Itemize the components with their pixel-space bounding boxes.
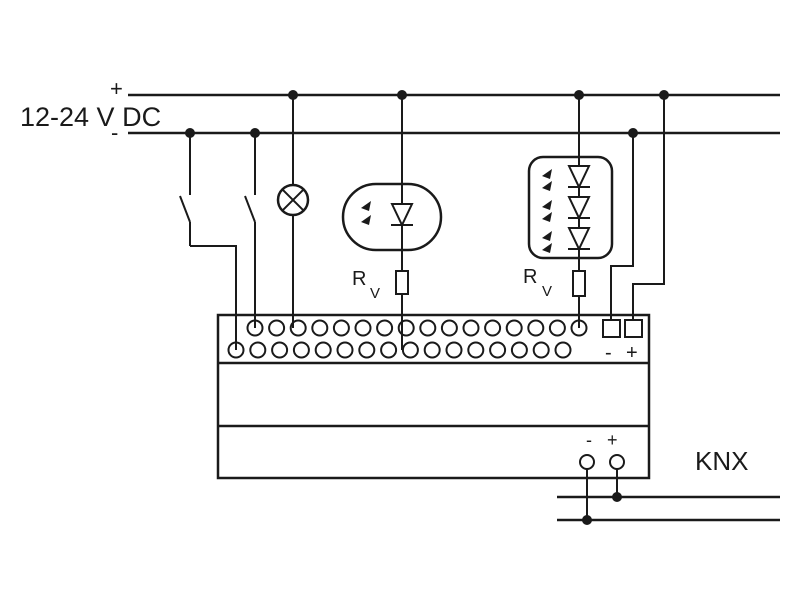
terminal-screw: [336, 341, 354, 359]
terminal-screw: [419, 319, 437, 337]
terminal-screw: [332, 319, 350, 337]
junction-dot: [628, 128, 638, 138]
terminal-screw: [532, 341, 550, 359]
terminal-screw: [489, 341, 507, 359]
led-icon: [567, 196, 591, 221]
led-icon: [567, 165, 591, 190]
terminal-screw: [249, 341, 267, 359]
junction-dot: [612, 492, 622, 502]
bus-terminal-minus-label: -: [586, 430, 592, 450]
knx-bus: - + KNX: [557, 430, 780, 525]
terminal-screw: [292, 341, 310, 359]
terminal-screw: [380, 341, 398, 359]
terminal-screw: [289, 319, 307, 337]
terminal-screw: [554, 341, 572, 359]
switch-2: [244, 133, 256, 328]
terminal-row-top: [246, 319, 588, 337]
led-single: R V: [341, 95, 443, 350]
led-stack-housing: [527, 155, 614, 260]
terminal-screw: [548, 319, 566, 337]
terminal-screw: [440, 319, 458, 337]
supply-rails: + 12-24 V DC -: [20, 76, 780, 145]
supply-minus-label: -: [111, 120, 118, 145]
terminal-screw: [311, 319, 329, 337]
led-stack-diodes: [567, 165, 591, 252]
terminal-screw: [397, 319, 415, 337]
supply-plus-label: +: [110, 76, 123, 101]
switch-1: [179, 133, 237, 350]
bus-terminal-plus-label: +: [607, 430, 618, 450]
terminal-screw: [510, 341, 528, 359]
led-icon: [567, 227, 591, 252]
terminal-screw: [467, 341, 485, 359]
junction-dot: [397, 90, 407, 100]
terminal-screw: [271, 341, 289, 359]
resistor-right-subscript: V: [542, 283, 552, 300]
power-minus-wire: [610, 133, 634, 320]
resistor-icon: [395, 270, 409, 295]
switch-icon: [179, 195, 191, 223]
power-terminal-plus-label: +: [626, 342, 638, 364]
bus-terminal-minus: [579, 454, 595, 470]
led-icon: [390, 203, 414, 228]
terminal-row-bottom: [227, 341, 572, 359]
terminal-screw: [401, 341, 419, 359]
switch-icon: [244, 195, 256, 223]
resistor-left-label: R: [352, 268, 366, 290]
terminal-screw: [358, 341, 376, 359]
junction-dot: [185, 128, 195, 138]
led-stack: R V: [523, 95, 614, 328]
resistor-icon: [572, 270, 586, 297]
light-rays-icon: [542, 169, 552, 253]
terminal-screw: [314, 341, 332, 359]
terminal-screw: [354, 319, 372, 337]
terminal-screw: [484, 319, 502, 337]
resistor-left-subscript: V: [370, 285, 380, 302]
resistor-right-label: R: [523, 266, 537, 288]
lamp: [276, 95, 310, 328]
power-terminal-plus: [624, 319, 643, 338]
junction-dot: [574, 90, 584, 100]
terminal-screw: [445, 341, 463, 359]
module-body: [216, 313, 651, 480]
terminal-screw: [423, 341, 441, 359]
power-terminals: - +: [602, 95, 665, 364]
terminal-screw: [268, 319, 286, 337]
lamp-cross-2: [281, 188, 305, 212]
junction-dot: [659, 90, 669, 100]
module-housing: [216, 313, 651, 480]
power-terminal-minus: [602, 319, 621, 338]
bus-name-label: KNX: [695, 446, 748, 476]
junction-dots: [185, 90, 669, 138]
terminal-screw: [505, 319, 523, 337]
switch-1-output-wire: [190, 245, 237, 350]
junction-dot: [250, 128, 260, 138]
bus-terminal-plus: [609, 454, 625, 470]
junction-dot: [288, 90, 298, 100]
light-rays-icon: [361, 201, 371, 225]
terminal-screw: [462, 319, 480, 337]
terminal-screw: [376, 319, 394, 337]
power-plus-wire: [632, 95, 665, 320]
led-single-housing: [341, 182, 443, 252]
terminal-screw: [527, 319, 545, 337]
junction-dot: [582, 515, 592, 525]
power-terminal-minus-label: -: [605, 342, 612, 364]
supply-voltage-label: 12-24 V DC: [20, 102, 161, 132]
